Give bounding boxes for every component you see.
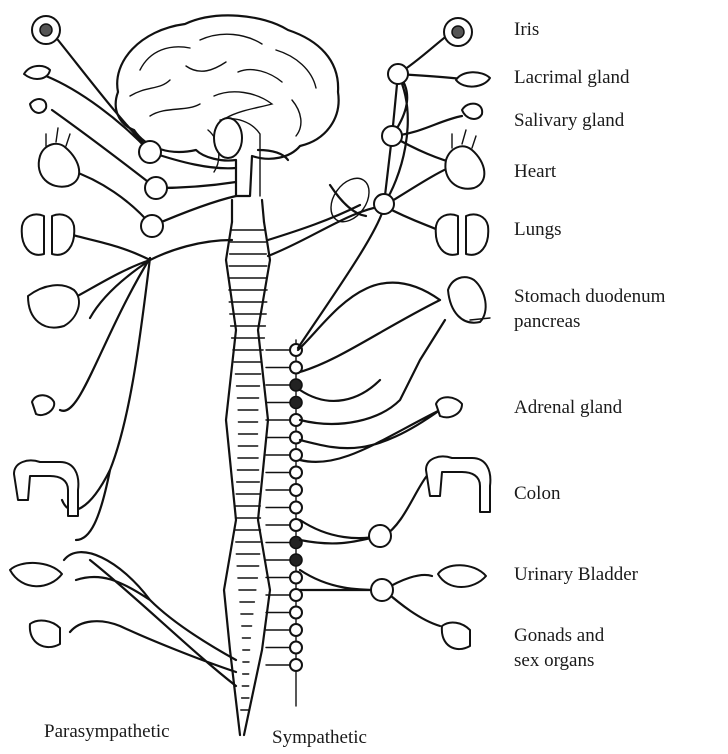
chain-ganglion	[290, 659, 302, 671]
label-adrenal-gland: Adrenal gland	[514, 396, 622, 419]
label-iris: Iris	[514, 18, 539, 41]
chain-ganglion	[290, 537, 302, 549]
label-lungs: Lungs	[514, 218, 562, 241]
chain-ganglion	[290, 484, 302, 496]
chain-ganglion	[290, 467, 302, 479]
adrenal-gland-left-icon	[32, 395, 54, 415]
label-colon: Colon	[514, 482, 560, 505]
iris-left-icon	[32, 16, 60, 44]
left-organs	[10, 16, 79, 647]
heart-icon	[445, 130, 484, 189]
chain-ganglion	[290, 432, 302, 444]
sympathetic-ganglion-chain	[266, 340, 302, 671]
stomach-icon	[448, 277, 490, 322]
lungs-icon	[436, 214, 489, 254]
gonads-left-icon	[30, 621, 60, 648]
collateral-ganglia	[369, 64, 408, 601]
bladder-icon	[438, 565, 486, 587]
chain-ganglion	[290, 554, 302, 566]
colon-icon	[426, 457, 490, 513]
lacrimal-gland-icon	[456, 72, 490, 86]
label-lacrimal-gland: Lacrimal gland	[514, 66, 630, 89]
stomach-left-icon	[28, 285, 79, 327]
chain-ganglion	[290, 572, 302, 584]
chain-ganglion	[290, 642, 302, 654]
label-urinary-bladder: Urinary Bladder	[514, 563, 638, 586]
chain-ganglion	[290, 607, 302, 619]
iris-icon	[444, 18, 472, 46]
label-pancreas: pancreas	[514, 310, 580, 333]
adrenal-gland-icon	[436, 397, 462, 417]
label-sex-organs: sex organs	[514, 649, 594, 672]
salivary-gland-icon	[462, 104, 482, 119]
salivary-gland-left-icon	[30, 99, 46, 113]
colon-left-icon	[14, 461, 78, 517]
bladder-left-icon	[10, 563, 62, 586]
label-salivary-gland: Salivary gland	[514, 109, 624, 132]
label-gonads: Gonads and	[514, 624, 604, 647]
gonads-icon	[442, 623, 470, 650]
label-sympathetic: Sympathetic	[272, 726, 367, 749]
label-heart: Heart	[514, 160, 556, 183]
heart-left-icon	[39, 128, 79, 187]
chain-ganglion	[290, 502, 302, 514]
chain-ganglion	[290, 624, 302, 636]
lungs-left-icon	[22, 214, 75, 254]
chain-ganglion	[290, 397, 302, 409]
label-parasympathetic: Parasympathetic	[44, 720, 170, 743]
lacrimal-gland-left-icon	[24, 66, 50, 79]
label-stomach-duodenum: Stomach duodenum	[514, 285, 665, 308]
spinal-cord	[224, 200, 270, 735]
